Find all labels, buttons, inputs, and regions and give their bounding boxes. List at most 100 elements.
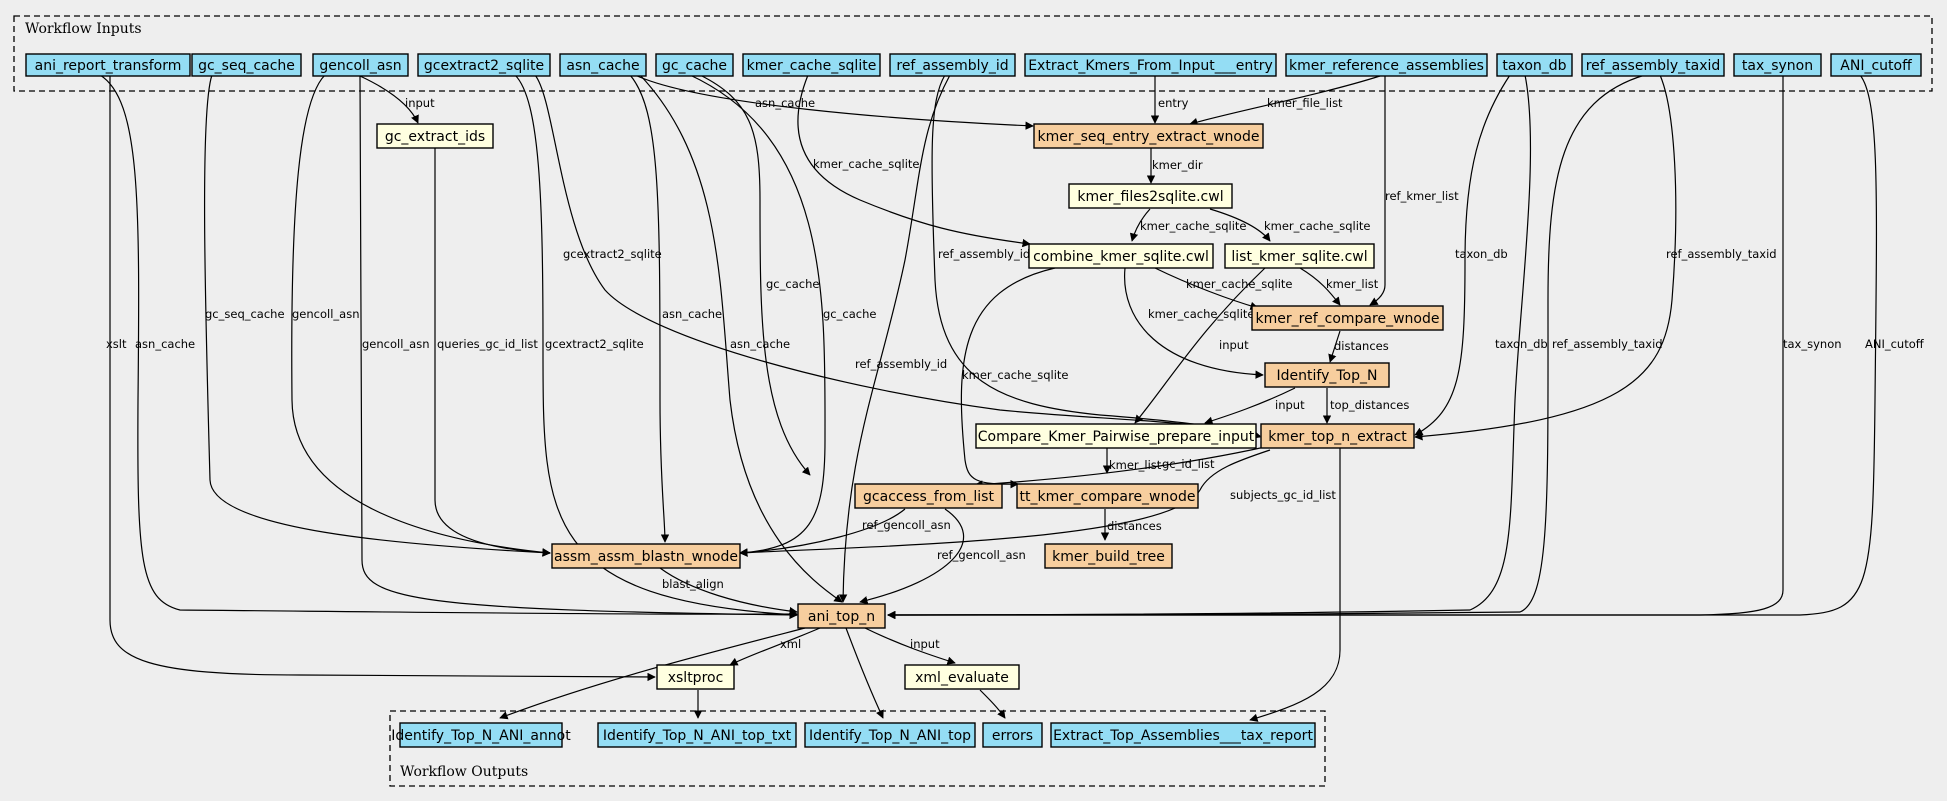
svg-text:kmer_cache_sqlite: kmer_cache_sqlite <box>962 368 1069 382</box>
edge-taxon-db-to-ani: taxon_db <box>887 74 1548 620</box>
node-tt-kmer-compare-wnode: tt_kmer_compare_wnode <box>1016 483 1199 509</box>
svg-text:distances: distances <box>1107 519 1162 533</box>
svg-text:kmer_cache_sqlite: kmer_cache_sqlite <box>1140 219 1247 233</box>
edge-gencoll-to-gc-extract-ids: input <box>359 75 435 124</box>
node-box <box>1068 183 1233 209</box>
svg-text:kmer_list: kmer_list <box>1326 277 1379 291</box>
edge-gc-extract-ids-to-assm: queries_gc_id_list <box>434 148 551 557</box>
node-ani-cutoff: ANI_cutoff <box>1830 53 1922 77</box>
node-box <box>1050 722 1316 748</box>
node-label: taxon_db <box>1502 58 1566 74</box>
node-box <box>1581 53 1725 77</box>
node-label: assm_assm_blastn_wnode <box>554 549 738 565</box>
node-extract-kmers-entry: Extract_Kmers_From_Input___entry <box>1024 53 1277 77</box>
edge-ref-taxid-to-top-n-extract: ref_assembly_taxid <box>1414 74 1777 441</box>
node-box <box>975 423 1257 449</box>
edge-gencoll-to-assm: gencoll_asn <box>291 74 551 557</box>
node-out-annot: Identify_Top_N_ANI_annot <box>391 722 571 748</box>
node-kmer-cache-sqlite: kmer_cache_sqlite <box>742 53 881 77</box>
edge-combine-to-tt-kmer-compare: kmer_cache_sqlite <box>960 267 1069 489</box>
node-label: tax_synon <box>1742 58 1813 74</box>
svg-text:ref_gencoll_asn: ref_gencoll_asn <box>862 518 951 532</box>
svg-text:kmer_cache_sqlite: kmer_cache_sqlite <box>813 157 920 171</box>
edge-ani-cutoff-to-ani: ANI_cutoff <box>887 74 1925 620</box>
svg-text:ref_assembly_id: ref_assembly_id <box>855 357 947 371</box>
edge-top-n-extract-to-gcaccess: gc_id_list <box>974 446 1266 489</box>
node-label: Extract_Kmers_From_Input___entry <box>1028 58 1273 74</box>
node-compare-kmer-pairwise: Compare_Kmer_Pairwise_prepare_input <box>975 423 1257 449</box>
svg-text:gc_cache: gc_cache <box>766 277 819 291</box>
edge-tt-compare-to-build-tree: distances <box>1100 509 1162 541</box>
node-label: kmer_cache_sqlite <box>747 58 877 74</box>
node-box <box>417 53 551 77</box>
svg-text:asn_cache: asn_cache <box>730 337 790 351</box>
node-box <box>655 53 734 77</box>
svg-text:input: input <box>405 96 435 110</box>
node-label: ani_top_n <box>808 609 875 625</box>
edge-list-to-ref-compare: kmer_list <box>1299 267 1379 306</box>
node-gcextract2-sqlite: gcextract2_sqlite <box>417 53 551 77</box>
workflow-inputs-cluster: Workflow Inputs <box>13 15 1933 92</box>
node-box <box>597 722 797 748</box>
node-label: ref_assembly_id <box>896 58 1008 74</box>
svg-text:tax_synon: tax_synon <box>1783 337 1842 351</box>
svg-text:distances: distances <box>1334 339 1389 353</box>
node-box <box>1016 483 1199 509</box>
svg-text:kmer_cache_sqlite: kmer_cache_sqlite <box>1186 277 1293 291</box>
node-label: gc_extract_ids <box>385 129 485 145</box>
svg-text:gcextract2_sqlite: gcextract2_sqlite <box>563 247 662 261</box>
node-label: errors <box>992 728 1033 744</box>
node-box <box>376 123 494 149</box>
svg-text:input: input <box>1275 398 1305 412</box>
node-box <box>1260 423 1415 449</box>
node-label: Compare_Kmer_Pairwise_prepare_input <box>978 429 1255 445</box>
node-box <box>854 483 1003 509</box>
node-ani-top-n: ani_top_n <box>797 603 886 629</box>
node-gc-cache: gc_cache <box>655 53 734 77</box>
edge-gcextract2-to-ani: gcextract2_sqlite <box>514 74 798 619</box>
edge-gcaccess-to-ani: ref_gencoll_asn <box>859 508 1026 605</box>
node-box <box>1733 53 1822 77</box>
node-box <box>312 53 409 77</box>
workflow-outputs-title: Workflow Outputs <box>400 764 528 780</box>
edge-top-n-extract-to-tax-report <box>1249 448 1341 722</box>
svg-text:asn_cache: asn_cache <box>135 337 195 351</box>
svg-text:input: input <box>910 637 940 651</box>
node-list-kmer-sqlite: list_kmer_sqlite.cwl <box>1224 243 1375 269</box>
node-box <box>1264 362 1390 388</box>
node-out-errors: errors <box>982 722 1043 748</box>
edge-combine-to-identify-top-n: kmer_cache_sqlite <box>1124 267 1264 379</box>
edge-entry-to-kmer-seq-entry: entry <box>1150 76 1189 124</box>
edge-asn-cache-to-kmer-seq-entry: asn_cache <box>634 74 1034 130</box>
edge-pairwise-to-tt-kmer-compare: kmer_list <box>1102 448 1162 474</box>
svg-text:ref_assembly_taxid: ref_assembly_taxid <box>1666 247 1777 261</box>
node-gc-extract-ids: gc_extract_ids <box>376 123 494 149</box>
svg-text:gencoll_asn: gencoll_asn <box>292 307 360 321</box>
svg-text:ref_assembly_taxid: ref_assembly_taxid <box>1552 337 1663 351</box>
node-label: kmer_files2sqlite.cwl <box>1077 189 1223 205</box>
svg-text:kmer_cache_sqlite: kmer_cache_sqlite <box>1148 307 1255 321</box>
node-box <box>804 722 976 748</box>
node-label: kmer_reference_assemblies <box>1289 58 1484 74</box>
node-box <box>1496 53 1573 77</box>
svg-text:ref_assembly_id: ref_assembly_id <box>938 247 1030 261</box>
edge-identify-top-n-to-pairwise: input <box>1204 387 1305 425</box>
node-box <box>191 53 302 77</box>
node-kmer-seq-entry-extract-wnode: kmer_seq_entry_extract_wnode <box>1033 123 1264 149</box>
svg-text:asn_cache: asn_cache <box>662 307 722 321</box>
node-box <box>1224 243 1375 269</box>
node-box <box>1024 53 1277 77</box>
node-label: kmer_build_tree <box>1052 549 1165 565</box>
node-xsltproc: xsltproc <box>656 664 735 690</box>
edge-ref-assemblies-to-ref-compare: ref_kmer_list <box>1369 76 1459 306</box>
edge-ref-assembly-id-to-ani: ref_assembly_id <box>838 74 951 603</box>
svg-text:input: input <box>1219 338 1249 352</box>
edge-kmer-cache-to-combine: kmer_cache_sqlite <box>797 74 1031 248</box>
node-kmer-top-n-extract: kmer_top_n_extract <box>1260 423 1415 449</box>
edge-ani-report-transform-to-xsltproc: xslt <box>106 75 656 682</box>
edges-layer: input asn_cache entry kmer_file_list kme… <box>99 74 1925 722</box>
svg-text:kmer_cache_sqlite: kmer_cache_sqlite <box>1264 219 1371 233</box>
edge-assm-to-ani: blast_align <box>659 567 798 616</box>
node-label: Identify_Top_N <box>1277 368 1378 384</box>
